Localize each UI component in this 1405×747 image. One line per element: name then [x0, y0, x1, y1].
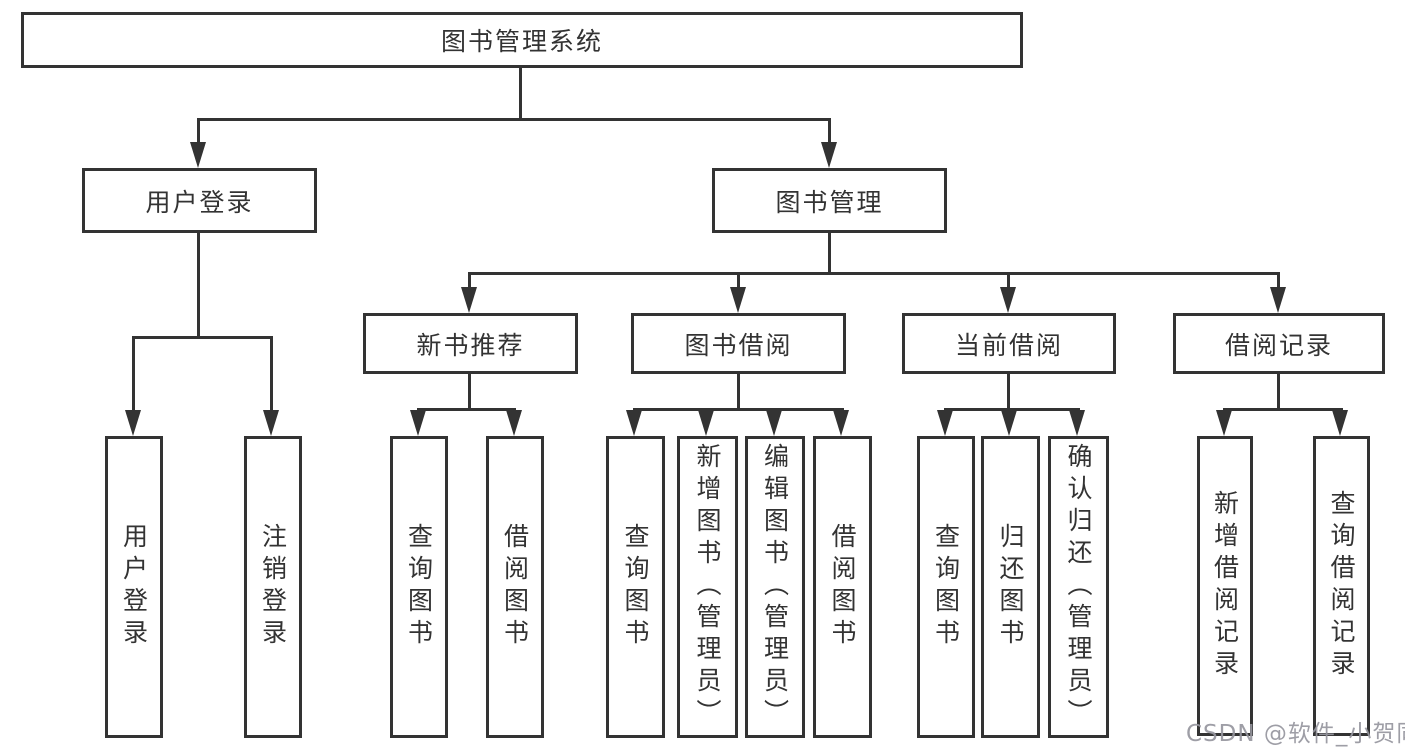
arrowhead-to-leaf-recommend-query-books	[410, 410, 426, 436]
connector-root-right-drop	[828, 118, 831, 144]
connector-borrowing-records-bar	[1223, 408, 1343, 411]
arrowhead-to-leaf-query-borrow-record	[1332, 410, 1348, 436]
arrowhead-to-leaf-recommend-borrow-books	[506, 410, 522, 436]
leaf-return-books: 归还图书	[981, 436, 1040, 738]
node-label: 图书借阅	[684, 330, 793, 360]
connector-drop	[1277, 272, 1280, 289]
leaf-current-query-books: 查询图书	[917, 436, 975, 738]
node-label: 用户登录	[145, 187, 254, 217]
arrowhead-to-leaf-edit-books-admin	[766, 410, 782, 436]
node-label: 编辑图书（管理员）	[760, 443, 790, 731]
arrowhead-to-leaf-borrow-query-books	[626, 410, 642, 436]
arrowhead-to-leaf-confirm-return-admin	[1069, 410, 1085, 436]
node-label: 查询图书	[621, 523, 650, 651]
connector-drop	[1007, 272, 1010, 289]
arrowhead-to-new-book-recommendation	[461, 287, 477, 313]
connector-book-management-stub	[828, 233, 831, 272]
connector-root-stub	[519, 68, 522, 118]
arrowhead-to-leaf-borrow-borrow-books	[833, 410, 849, 436]
node-label: 用户登录	[119, 523, 149, 651]
leaf-edit-books-admin: 编辑图书（管理员）	[745, 436, 805, 738]
connector-drop	[737, 272, 740, 289]
arrowhead-to-leaf-add-books-admin	[698, 410, 714, 436]
arrowhead-to-user-login	[190, 142, 206, 168]
csdn-watermark: CSDN @软件_小贺同学	[1186, 721, 1405, 747]
node-current-borrowing: 当前借阅	[902, 313, 1116, 374]
node-label: 图书管理系统	[440, 27, 603, 56]
node-book-management: 图书管理	[712, 168, 947, 233]
connector-book-borrowing-stub	[737, 374, 740, 408]
connector-book-management-bar	[468, 272, 1280, 275]
node-label: 新增借阅记录	[1210, 490, 1240, 682]
node-new-book-recommendation: 新书推荐	[363, 313, 578, 374]
node-book-borrowing: 图书借阅	[631, 313, 846, 374]
arrowhead-to-current-borrowing	[1000, 287, 1016, 313]
arrowhead-to-leaf-add-borrow-record	[1216, 410, 1232, 436]
connector-drop	[132, 336, 135, 412]
leaf-query-borrow-record: 查询借阅记录	[1313, 436, 1370, 736]
connector-new-book-recommendation-bar	[417, 408, 516, 411]
node-root-library-management-system: 图书管理系统	[21, 12, 1023, 68]
leaf-borrow-borrow-books: 借阅图书	[813, 436, 872, 738]
connector-new-book-recommendation-stub	[468, 374, 471, 408]
node-label: 借阅图书	[500, 523, 530, 651]
node-label: 确认归还（管理员）	[1064, 443, 1093, 731]
arrowhead-to-leaf-user-login	[125, 410, 141, 436]
node-label: 新书推荐	[416, 330, 525, 360]
leaf-add-borrow-record: 新增借阅记录	[1197, 436, 1253, 736]
node-label: 查询借阅记录	[1327, 490, 1356, 682]
connector-current-borrowing-stub	[1007, 374, 1010, 408]
node-label: 当前借阅	[954, 330, 1063, 360]
connector-root-bar	[197, 118, 830, 121]
leaf-user-login: 用户登录	[105, 436, 163, 738]
connector-current-borrowing-bar	[944, 408, 1080, 411]
node-label: 归还图书	[996, 523, 1025, 651]
connector-book-borrowing-bar	[634, 408, 844, 411]
arrowhead-to-borrowing-records	[1270, 287, 1286, 313]
leaf-recommend-borrow-books: 借阅图书	[486, 436, 544, 738]
node-user-login: 用户登录	[82, 168, 317, 233]
leaf-recommend-query-books: 查询图书	[390, 436, 448, 738]
leaf-add-books-admin: 新增图书（管理员）	[677, 436, 738, 738]
node-label: 借阅图书	[828, 523, 857, 651]
connector-user-login-bar	[132, 336, 273, 339]
leaf-logout: 注销登录	[244, 436, 302, 738]
leaf-confirm-return-admin: 确认归还（管理员）	[1048, 436, 1109, 738]
connector-borrowing-records-stub	[1277, 374, 1280, 408]
node-label: 注销登录	[258, 523, 288, 651]
leaf-borrow-query-books: 查询图书	[606, 436, 665, 738]
arrowhead-to-book-borrowing	[730, 287, 746, 313]
connector-drop	[270, 336, 273, 412]
connector-drop	[468, 272, 471, 289]
node-label: 借阅记录	[1224, 330, 1333, 360]
arrowhead-to-leaf-logout	[263, 410, 279, 436]
node-label: 查询图书	[404, 523, 434, 651]
arrowhead-to-leaf-current-query-books	[937, 410, 953, 436]
arrowhead-to-book-management	[821, 142, 837, 168]
connector-user-login-stub	[197, 233, 200, 336]
node-label: 图书管理	[775, 187, 884, 217]
arrowhead-to-leaf-return-books	[1001, 410, 1017, 436]
node-borrowing-records: 借阅记录	[1173, 313, 1385, 374]
node-label: 新增图书（管理员）	[693, 443, 722, 731]
node-label: 查询图书	[931, 523, 961, 651]
connector-root-left-drop	[197, 118, 200, 144]
